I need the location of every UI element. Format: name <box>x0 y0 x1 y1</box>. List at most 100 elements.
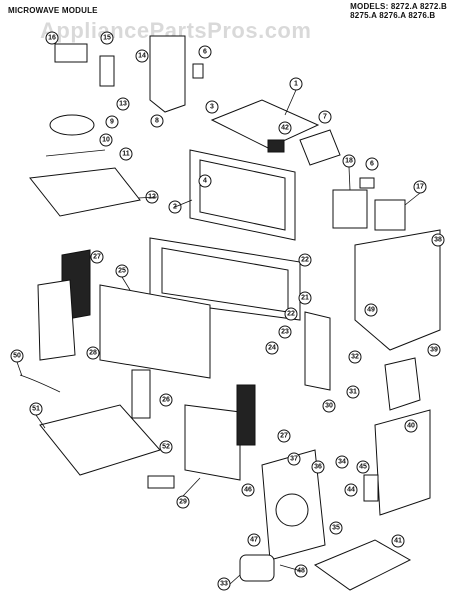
callout-40: 40 <box>404 419 418 433</box>
parts-layer <box>19 35 441 591</box>
svg-text:1: 1 <box>294 81 298 88</box>
callout-50: 50 <box>10 349 24 363</box>
part-27b-grille <box>236 384 256 446</box>
callout-3: 3 <box>205 100 219 114</box>
part-7-shape <box>299 129 341 166</box>
svg-text:16: 16 <box>48 35 56 42</box>
part-12-shape <box>29 167 141 217</box>
callout-13: 13 <box>116 97 130 111</box>
part-6b-shape <box>359 177 375 189</box>
callout-21: 21 <box>298 291 312 305</box>
part-6a-shape <box>192 63 204 79</box>
callout-15: 15 <box>100 31 114 45</box>
svg-text:27: 27 <box>280 433 288 440</box>
part-39-shape <box>384 357 421 411</box>
svg-text:26: 26 <box>162 397 170 404</box>
svg-text:18: 18 <box>345 158 353 165</box>
part-33-shape <box>239 554 275 582</box>
callout-18: 18 <box>342 154 356 168</box>
callout-27b: 27 <box>277 429 291 443</box>
callout-31: 31 <box>346 385 360 399</box>
models-line-1: MODELS: 8272.A 8272.B <box>350 2 447 11</box>
svg-text:6: 6 <box>203 49 207 56</box>
svg-text:50: 50 <box>13 353 21 360</box>
svg-text:49: 49 <box>367 307 375 314</box>
callout-32: 32 <box>348 350 362 364</box>
callout-51: 51 <box>29 402 43 416</box>
callout-1: 1 <box>289 77 303 91</box>
callout-8: 8 <box>150 114 164 128</box>
part-52-shape <box>147 475 175 489</box>
svg-text:39: 39 <box>430 347 438 354</box>
svg-text:32: 32 <box>351 354 359 361</box>
callout-6a: 6 <box>198 45 212 59</box>
svg-text:28: 28 <box>89 350 97 357</box>
part-17-shape <box>374 199 406 231</box>
callout-46: 46 <box>241 483 255 497</box>
svg-text:25: 25 <box>118 268 126 275</box>
part-2-opening <box>199 159 286 231</box>
svg-text:21: 21 <box>301 295 309 302</box>
callout-35: 35 <box>329 521 343 535</box>
svg-text:22: 22 <box>301 257 309 264</box>
svg-text:46: 46 <box>244 487 252 494</box>
callout-34: 34 <box>335 455 349 469</box>
callout-30: 30 <box>322 399 336 413</box>
callout-16: 16 <box>45 31 59 45</box>
svg-text:36: 36 <box>314 464 322 471</box>
callout-38: 38 <box>431 233 445 247</box>
callout-28: 28 <box>86 346 100 360</box>
svg-text:7: 7 <box>323 114 327 121</box>
svg-text:47: 47 <box>250 537 258 544</box>
callout-37: 37 <box>287 452 301 466</box>
svg-text:37: 37 <box>290 456 298 463</box>
callout-23: 23 <box>278 325 292 339</box>
part-28-shape <box>37 279 76 361</box>
part-32-shape <box>304 311 331 391</box>
svg-text:31: 31 <box>349 389 357 396</box>
callout-33: 33 <box>217 577 231 591</box>
callout-7: 7 <box>318 110 332 124</box>
callout-22a: 22 <box>298 253 312 267</box>
callout-27a: 27 <box>90 250 104 264</box>
part-41-shape <box>313 539 412 591</box>
svg-text:44: 44 <box>347 487 355 494</box>
svg-text:38: 38 <box>434 237 442 244</box>
models-line-2: 8275.A 8276.A 8276.B <box>350 11 436 20</box>
leaders-layer <box>16 89 421 585</box>
part-1-top <box>210 99 320 149</box>
part-8-shape <box>149 35 186 113</box>
callout-25: 25 <box>115 264 129 278</box>
part-11-rod <box>45 149 106 157</box>
svg-text:45: 45 <box>359 464 367 471</box>
svg-text:11: 11 <box>122 151 130 158</box>
callout-42: 42 <box>278 121 292 135</box>
svg-text:41: 41 <box>394 538 402 545</box>
svg-text:40: 40 <box>407 423 415 430</box>
callout-49: 49 <box>364 303 378 317</box>
svg-text:24: 24 <box>268 345 276 352</box>
part-45-shape <box>363 474 379 502</box>
callout-10: 10 <box>99 133 113 147</box>
part-38-shape <box>354 229 441 351</box>
part-18-shape <box>332 189 368 229</box>
svg-text:14: 14 <box>138 53 146 60</box>
svg-text:3: 3 <box>210 104 214 111</box>
callout-14: 14 <box>135 49 149 63</box>
callout-26: 26 <box>159 393 173 407</box>
svg-text:52: 52 <box>162 444 170 451</box>
callout-41: 41 <box>391 534 405 548</box>
callout-47: 47 <box>247 533 261 547</box>
callout-44: 44 <box>344 483 358 497</box>
part-29-shape <box>184 404 241 481</box>
callout-6b: 6 <box>365 157 379 171</box>
svg-text:9: 9 <box>110 119 114 126</box>
callout-29: 29 <box>176 495 190 509</box>
svg-text:23: 23 <box>281 329 289 336</box>
svg-text:48: 48 <box>297 568 305 575</box>
svg-text:10: 10 <box>102 137 110 144</box>
svg-text:42: 42 <box>281 125 289 132</box>
callout-39: 39 <box>427 343 441 357</box>
svg-text:33: 33 <box>220 581 228 588</box>
svg-text:4: 4 <box>203 178 207 185</box>
